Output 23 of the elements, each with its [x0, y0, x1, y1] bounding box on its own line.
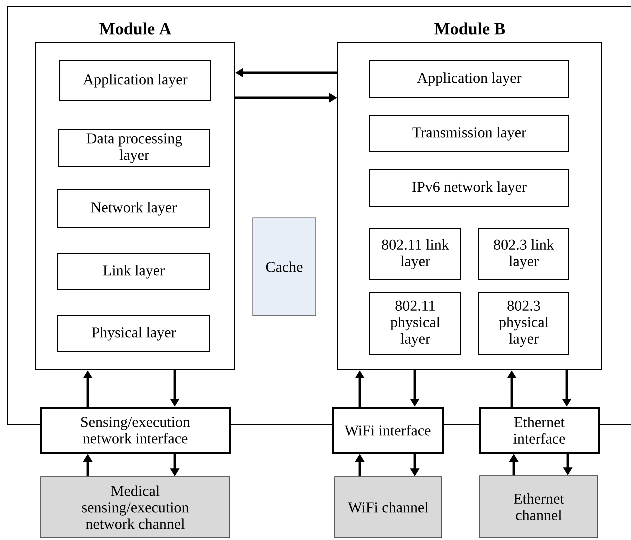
layer-box: IPv6 network layer	[370, 170, 570, 208]
layer-box: Application layer	[60, 60, 212, 102]
layer-box: 802.11 physical layer	[370, 292, 462, 356]
interface-box: Ethernet interface	[479, 406, 600, 454]
layer-box: 802.11 link layer	[370, 228, 462, 280]
layer-box: 802.3 physical layer	[478, 292, 570, 356]
interface-box: Sensing/execution network interface	[40, 406, 231, 454]
layer-box: Transmission layer	[370, 116, 570, 152]
node-label: Module A	[100, 22, 172, 35]
interface-box: WiFi interface	[332, 406, 444, 454]
layer-box: 802.3 link layer	[478, 228, 570, 280]
channel-box: Ethernet channel	[480, 476, 598, 538]
layer-box: Network layer	[58, 189, 210, 228]
connector-line	[444, 424, 480, 426]
channel-box: WiFi channel	[334, 476, 442, 538]
node-label: Module B	[434, 22, 506, 35]
layer-box: Physical layer	[58, 315, 210, 352]
channel-box: Medical sensing/execution network channel	[40, 476, 230, 538]
layer-box: Application layer	[370, 60, 570, 98]
connector-line	[230, 424, 332, 426]
layer-box: Data processing layer	[58, 130, 210, 168]
cache-box: Cache	[252, 218, 316, 316]
layer-box: Link layer	[58, 253, 210, 290]
